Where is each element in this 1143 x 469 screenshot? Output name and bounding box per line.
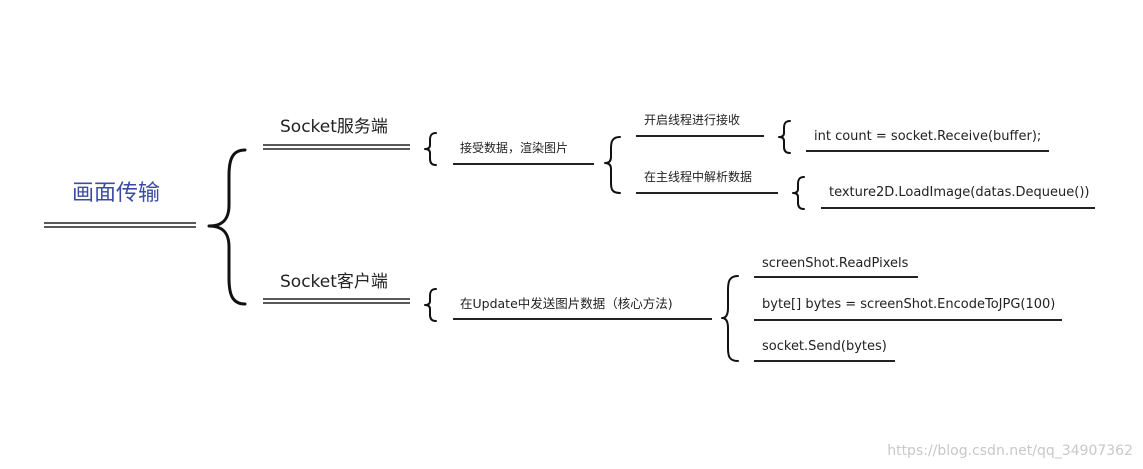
server-sub-2-label: 在主线程中解析数据 [644,169,752,184]
server-sub-1-label: 开启线程进行接收 [644,112,740,127]
server-sub-node-2: 在主线程中解析数据 [636,169,778,194]
client-sub-node-1: screenShot.ReadPixels [754,256,918,278]
server-detail-1-text: int count = socket.Receive(buffer); [814,129,1041,144]
branch-client-label: Socket客户端 [280,272,388,292]
branch-client: Socket客户端 [263,272,410,304]
server-child-brace [604,136,621,194]
server-child-label: 接受数据，渲染图片 [460,140,568,155]
server-brace [424,132,437,166]
client-child-label: 在Update中发送图片数据（核心方法) [460,296,673,311]
client-sub-3-label: socket.Send(bytes) [762,339,887,354]
client-sub-node-3: socket.Send(bytes) [754,339,895,362]
server-detail-2: texture2D.LoadImage(datas.Dequeue()) [821,185,1095,209]
branch-server-label: Socket服务端 [280,117,388,137]
server-sub-1-brace [778,120,791,154]
server-detail-2-text: texture2D.LoadImage(datas.Dequeue()) [829,185,1089,200]
root-brace [207,148,247,306]
client-sub-1-label: screenShot.ReadPixels [762,256,909,271]
branch-server: Socket服务端 [263,117,410,150]
server-child-node: 接受数据，渲染图片 [453,140,594,165]
server-sub-node-1: 开启线程进行接收 [636,112,764,137]
client-child-node: 在Update中发送图片数据（核心方法) [453,296,712,320]
server-detail-1: int count = socket.Receive(buffer); [806,129,1049,152]
root-label: 画面传输 [72,181,160,206]
client-brace [424,288,437,322]
client-child-brace [721,275,739,362]
client-sub-2-label: byte[] bytes = screenShot.EncodeToJPG(10… [762,297,1055,312]
server-sub-2-brace [792,176,805,210]
client-sub-node-2: byte[] bytes = screenShot.EncodeToJPG(10… [754,297,1062,321]
root-node: 画面传输 [44,181,196,228]
watermark-text: https://blog.csdn.net/qq_34907362 [887,443,1133,459]
